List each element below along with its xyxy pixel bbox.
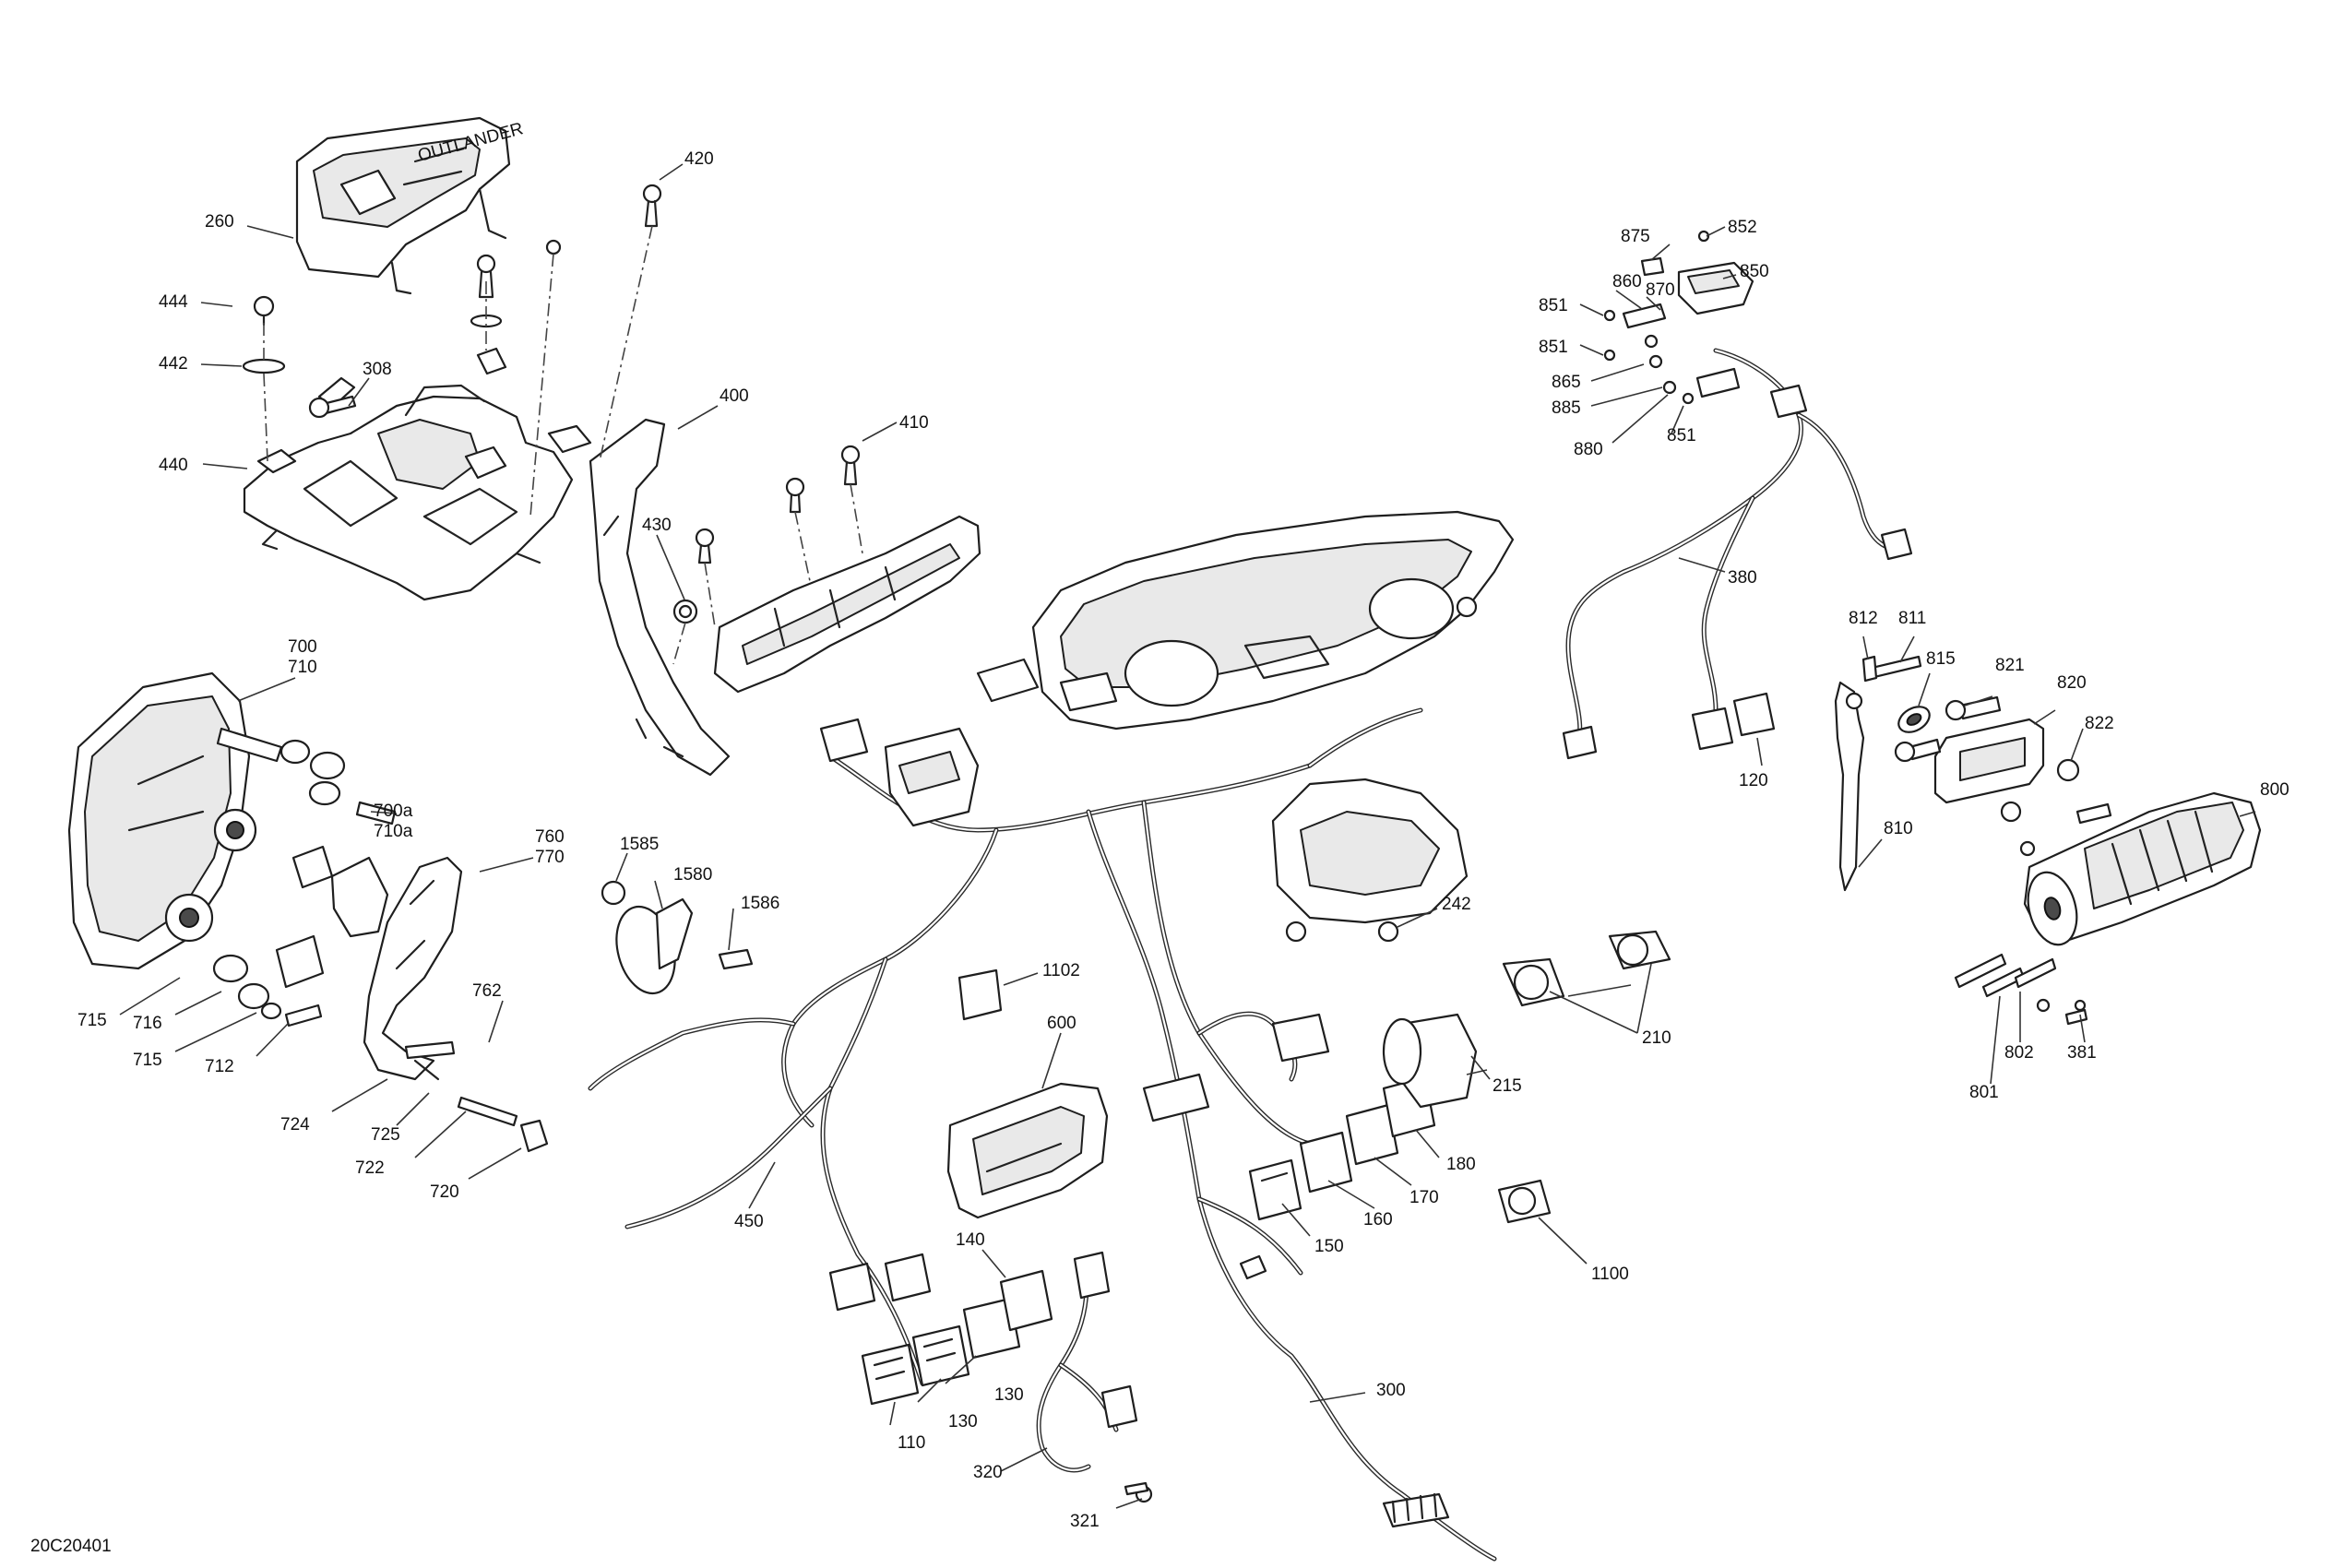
callout-1100: 1100 [1591,1265,1629,1284]
callout-410: 410 [899,413,929,433]
headlight-bracket-part [363,856,463,1081]
headlight-bulbs-group [212,739,549,1153]
callout-860: 860 [1612,272,1642,291]
callout-321: 321 [1070,1512,1100,1531]
callout-450: 450 [734,1212,764,1231]
headlight-assembly-part [67,671,283,970]
callout-851-a: 851 [1539,296,1568,315]
callout-811: 811 [1898,609,1926,628]
callout-802: 802 [2004,1043,2034,1063]
callout-440: 440 [159,456,188,475]
horn-part [601,880,754,995]
callout-320: 320 [973,1463,1003,1482]
side-panel-part [713,515,981,694]
right-center-components [957,778,1671,1224]
callout-leaders [119,163,2256,1509]
callout-444: 444 [159,292,188,312]
callout-700a: 700a [374,802,413,821]
callout-880: 880 [1574,440,1603,459]
callout-815: 815 [1926,649,1956,669]
winch-relay-group [1562,230,1913,760]
callout-300: 300 [1376,1381,1406,1400]
callout-800: 800 [2260,780,2289,800]
callout-710a: 710a [374,822,413,841]
callout-1586: 1586 [741,894,779,913]
callout-600: 600 [1047,1014,1076,1033]
instrument-cluster-part [946,1082,1109,1219]
callout-160: 160 [1363,1210,1393,1229]
callout-150: 150 [1314,1237,1344,1256]
callout-260: 260 [205,212,234,232]
callout-720: 720 [430,1182,459,1202]
callout-821: 821 [1995,656,2025,675]
callout-308: 308 [363,360,392,379]
winch-rope-group [1834,655,1931,892]
callout-822: 822 [2085,714,2114,733]
callout-242: 242 [1442,895,1471,914]
callout-725: 725 [371,1125,400,1145]
callout-812: 812 [1849,609,1878,628]
callout-130-a: 130 [994,1385,1024,1405]
winch-part [1954,791,2262,1026]
callout-1585: 1585 [620,835,659,854]
callout-865: 865 [1552,373,1581,392]
callout-850: 850 [1740,262,1769,281]
callout-420: 420 [684,149,714,169]
console-bracket-part [547,418,731,777]
callout-715-b: 715 [133,1051,162,1070]
secondary-harness-part [1036,1251,1153,1503]
console-cover-part: OUTLANDER [295,116,525,295]
callout-722: 722 [355,1158,385,1178]
callout-210: 210 [1642,1028,1671,1048]
callout-710: 710 [288,658,317,677]
callout-810: 810 [1884,819,1913,838]
callout-442: 442 [159,354,188,374]
callout-851-b: 851 [1539,338,1568,357]
console-tray-part [243,376,574,601]
callout-1102: 1102 [1042,961,1080,980]
callout-180: 180 [1446,1155,1476,1174]
callout-770: 770 [535,848,565,867]
callout-381: 381 [2067,1043,2097,1063]
callout-870: 870 [1646,280,1675,300]
callout-762: 762 [472,981,502,1001]
callout-400: 400 [720,386,749,406]
switches-group [828,1075,1436,1406]
callout-851-c: 851 [1667,426,1696,445]
callout-215: 215 [1493,1076,1522,1096]
main-wire-harness-part [588,658,1497,1562]
callout-170: 170 [1409,1188,1439,1207]
callout-140: 140 [956,1230,985,1250]
callout-700: 700 [288,637,317,657]
diagram-code: 20C20401 [30,1537,112,1556]
callout-715-a: 715 [77,1011,107,1030]
callout-430: 430 [642,516,672,535]
fasteners-group [242,184,863,665]
callout-801: 801 [1969,1083,1999,1102]
callout-712: 712 [205,1057,234,1076]
callout-760: 760 [535,827,565,847]
dashboard-frame-part [1031,510,1515,731]
callout-852: 852 [1728,218,1757,237]
callout-885: 885 [1552,398,1581,418]
callout-120: 120 [1739,771,1768,790]
callout-875: 875 [1621,227,1650,246]
callout-724: 724 [280,1115,310,1134]
callout-716: 716 [133,1014,162,1033]
callout-1580: 1580 [673,865,712,885]
winch-fairlead-part [1894,695,2080,823]
callout-110: 110 [898,1433,925,1453]
callout-820: 820 [2057,673,2087,693]
callout-130-b: 130 [948,1412,978,1431]
callout-labels: 260 444 442 440 308 420 400 410 430 700 … [77,149,2289,1531]
callout-380: 380 [1728,568,1757,588]
